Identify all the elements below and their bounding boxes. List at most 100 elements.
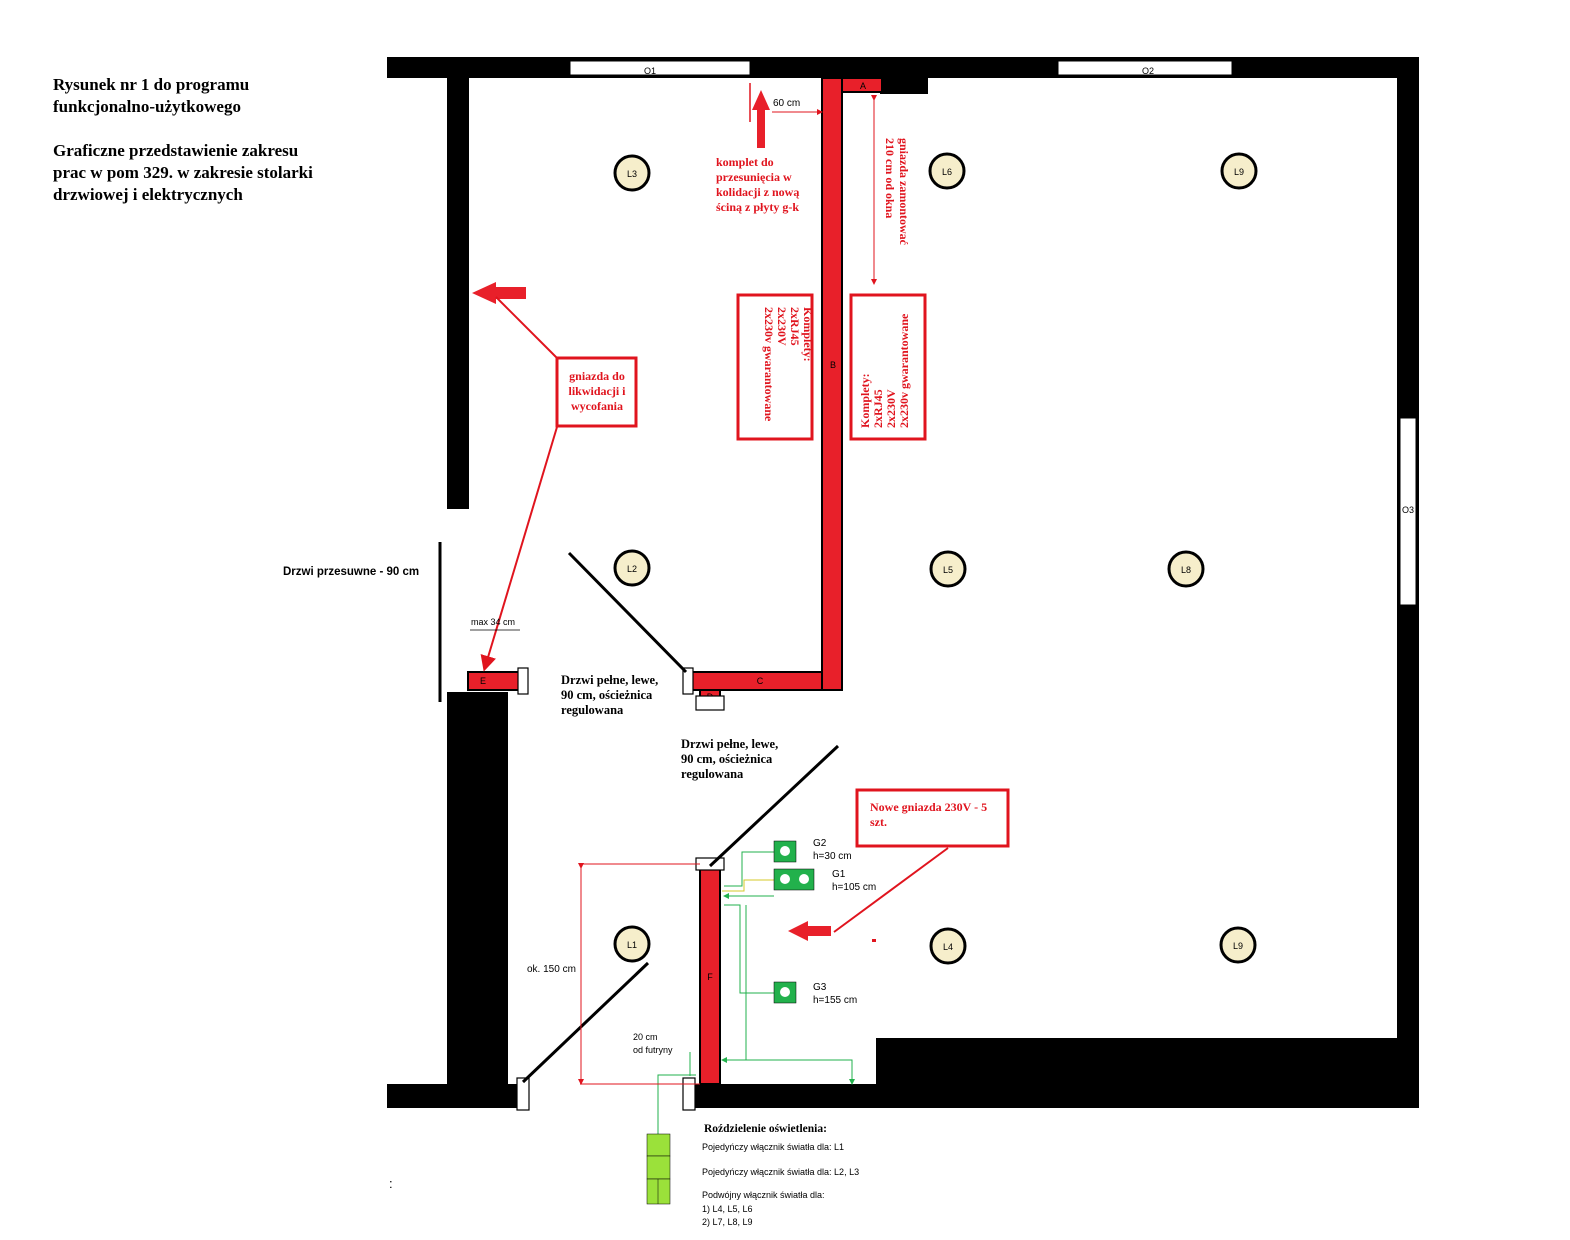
socket-wiring (657, 851, 855, 1134)
dimension-150: ok. 150 cm (527, 863, 700, 1085)
door-note-2-line-2: 90 cm, ościeżnica (681, 752, 773, 766)
dimension-20: 20 cm od futryny (633, 1032, 673, 1055)
lamp-l2-label: L2 (627, 564, 637, 574)
door-frames (516, 667, 725, 1111)
socket-g3-height: h=155 cm (813, 995, 857, 1006)
socket-g2-height: h=30 cm (813, 851, 852, 862)
remove-box (555, 356, 638, 428)
wire-g2-yellow (722, 879, 774, 892)
lamp-l8: L8 (1167, 550, 1205, 588)
door-swing-2 (708, 744, 840, 868)
lamp-l2: L2 (613, 549, 651, 587)
top-wall (387, 57, 1419, 78)
new-sockets-line-2: szt. (870, 815, 887, 829)
window-o3 (1399, 417, 1417, 606)
new-sockets-arrow-icon (788, 921, 831, 941)
remove-line-1: gniazda do (569, 369, 625, 383)
mount-note-line-2: 210 cm od okna (883, 138, 897, 218)
window-o2-label: O2 (1142, 66, 1154, 76)
window-o1 (569, 60, 751, 76)
heading-line-4: prac w pom 329. w zakresie stolarki (53, 163, 313, 182)
lamp-l3-label: L3 (627, 169, 637, 179)
light-switch-panel (646, 1133, 671, 1205)
left-wall-lower (447, 692, 508, 1086)
left-wall-upper (447, 78, 469, 509)
dim-20-line-1: 20 cm (633, 1032, 658, 1042)
mount-note: gniazda zamontować 210 cm od okna (883, 138, 911, 246)
door-swing-3 (521, 961, 650, 1084)
lighting-line-2: Pojedyńczy włącznik światła dla: L2, L3 (702, 1167, 859, 1177)
bottom-right-block (876, 1038, 1419, 1086)
move-note: komplet do przesunięcia w kolidacji z no… (716, 155, 799, 214)
lamp-l4-label: L4 (943, 942, 953, 952)
door-note-1-line-2: 90 cm, ościeżnica (561, 688, 653, 702)
dim-60-label: 60 cm (773, 98, 800, 109)
wire-g2 (724, 851, 774, 887)
lamp-l4: L4 (929, 927, 967, 965)
komplet-right-line-3: 2x230V (884, 389, 898, 428)
stray-colon: : (389, 1176, 393, 1191)
lighting-line-5: 2) L7, L8, L9 (702, 1217, 753, 1227)
lamps: L3 L6 L9 L2 L5 L8 L1 L4 L9 (613, 152, 1258, 965)
wall-c (687, 671, 823, 691)
lamp-l1-label: L1 (627, 940, 637, 950)
window-o1-label: O1 (644, 66, 656, 76)
red-dot (872, 939, 876, 942)
new-sockets-callout: Nowe gniazda 230V - 5 szt. (788, 788, 1010, 942)
komplet-box-right: Komplety: 2xRJ45 2x230V 2x230v gwarantow… (849, 293, 927, 441)
wire-switch (657, 1074, 696, 1134)
lamp-l9-top-label: L9 (1234, 167, 1244, 177)
wall-e (467, 671, 523, 691)
new-sockets-leader (833, 847, 949, 933)
komplet-left-line-1: Komplety: (801, 307, 815, 362)
lamp-l6: L6 (928, 152, 966, 190)
remove-arrow-icon (472, 282, 526, 304)
lamp-l3: L3 (613, 154, 651, 192)
window-o3-label: O3 (1402, 505, 1414, 515)
sliding-door-label: Drzwi przesuwne - 90 cm (283, 566, 419, 578)
window-o2 (1057, 60, 1233, 76)
door-note-2-line-1: Drzwi pełne, lewe, (681, 737, 778, 751)
socket-g3-name: G3 (813, 982, 827, 993)
remove-line-3: wycofania (571, 399, 623, 413)
socket-g3: G3 h=155 cm (773, 981, 857, 1006)
socket-g2: G2 h=30 cm (773, 838, 852, 863)
door-frame-c (682, 667, 694, 695)
lighting-line-3: Podwójny włącznik światła dla: (702, 1190, 825, 1200)
door-frame-bottom-left (516, 1077, 530, 1111)
lamp-l9-bottom-label: L9 (1233, 941, 1243, 951)
new-sockets-box (855, 788, 1010, 848)
wire-bottom-right (746, 1059, 855, 1085)
wall-c-label: C (757, 676, 764, 686)
heading-line-5: drzwiowej i elektrycznych (53, 185, 243, 204)
max-34-label: max 34 cm (471, 617, 515, 627)
mount-note-line-1: gniazda zamontować (897, 138, 911, 246)
wall-labels: A B C D E F (480, 81, 866, 982)
socket-icon (780, 846, 790, 856)
socket-icon (799, 874, 809, 884)
dim-150-label: ok. 150 cm (527, 964, 576, 975)
heading-line-2: funkcjonalno-użytkowego (53, 97, 241, 116)
remove-line-2: likwidacji i (568, 384, 626, 398)
socket-icon (780, 874, 790, 884)
top-wall-stub (880, 78, 928, 94)
lighting-line-4: 1) L4, L5, L6 (702, 1204, 753, 1214)
wall-e-label: E (480, 676, 486, 686)
wall-b-label: B (830, 360, 836, 370)
dim-20-line-2: od futryny (633, 1045, 673, 1055)
door-swings (438, 542, 840, 1084)
wall-f-label: F (707, 972, 713, 982)
move-note-line-4: ściną z płyty g-k (716, 200, 799, 214)
lamp-l5: L5 (929, 550, 967, 588)
komplet-right-line-1: Komplety: (858, 373, 872, 428)
lamp-l9-bottom: L9 (1219, 926, 1257, 964)
mount-annotation: gniazda zamontować 210 cm od okna (871, 95, 911, 285)
windows: O1 O2 O3 (569, 60, 1417, 606)
komplet-left-line-2: 2xRJ45 (788, 307, 802, 346)
walls (387, 57, 1419, 1108)
drawing-heading: Rysunek nr 1 do programu funkcjonalno-uż… (53, 75, 313, 204)
bottom-wall-left (387, 1084, 524, 1108)
door-note-2-line-3: regulowana (681, 767, 744, 781)
door-frame-e (517, 667, 529, 695)
